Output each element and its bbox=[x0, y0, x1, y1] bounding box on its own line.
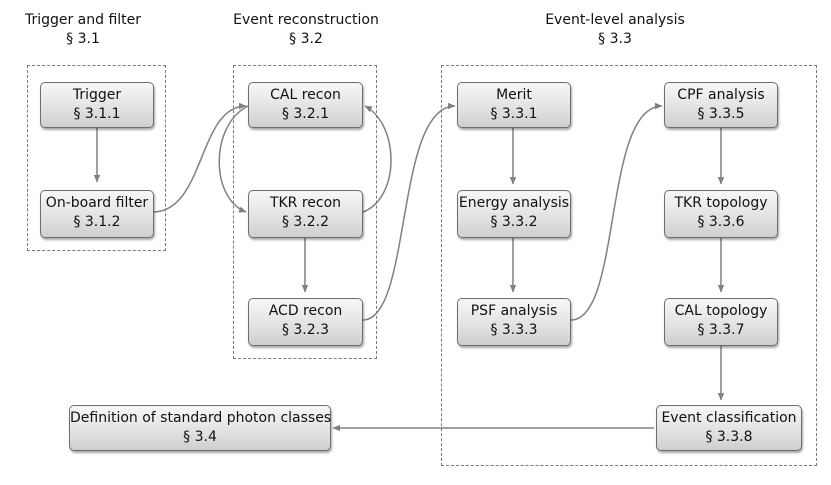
node-section: § 3.2.2 bbox=[281, 214, 330, 230]
group-section: § 3.2 bbox=[289, 31, 323, 47]
node-section: § 3.3.3 bbox=[490, 322, 538, 338]
node-tkr-topology: TKR topology § 3.3.6 bbox=[664, 190, 778, 238]
node-section: § 3.3.7 bbox=[697, 322, 745, 338]
node-onboard-filter: On-board filter § 3.1.2 bbox=[40, 190, 154, 238]
node-trigger: Trigger § 3.1.1 bbox=[40, 82, 154, 128]
edge-onboard-filter-to-cal-recon bbox=[152, 102, 247, 213]
node-acd-recon: ACD recon § 3.2.3 bbox=[248, 298, 363, 346]
node-cal-topology: CAL topology § 3.3.7 bbox=[664, 298, 778, 346]
node-section: § 3.1.1 bbox=[73, 106, 121, 122]
group-title-trigger-filter: Trigger and filter § 3.1 bbox=[18, 11, 148, 49]
node-label: TKR topology bbox=[674, 195, 768, 211]
node-section: § 3.2.3 bbox=[281, 322, 330, 338]
edge-cal-recon-to-tkr-recon bbox=[218, 105, 249, 213]
node-energy-analysis: Energy analysis § 3.3.2 bbox=[457, 190, 571, 238]
edge-acd-recon-to-merit bbox=[362, 102, 456, 321]
group-title-event-reconstruction: Event reconstruction § 3.2 bbox=[228, 11, 384, 49]
node-cpf-analysis: CPF analysis § 3.3.5 bbox=[664, 82, 778, 128]
node-section: § 3.3.5 bbox=[697, 106, 745, 122]
node-section: § 3.3.6 bbox=[697, 214, 745, 230]
group-title-event-level-analysis: Event-level analysis § 3.3 bbox=[540, 11, 690, 49]
node-label: PSF analysis bbox=[470, 303, 558, 319]
node-label: CAL recon bbox=[270, 87, 341, 103]
node-label: CAL topology bbox=[674, 303, 768, 319]
node-section: § 3.3.2 bbox=[490, 214, 538, 230]
group-title-text: Trigger and filter bbox=[24, 12, 142, 28]
node-tkr-recon: TKR recon § 3.2.2 bbox=[248, 190, 363, 238]
node-label: Definition of standard photon classes bbox=[70, 410, 332, 426]
node-section: § 3.3.8 bbox=[705, 429, 753, 445]
group-title-text: Event-level analysis bbox=[545, 12, 685, 28]
node-label: On-board filter bbox=[45, 195, 149, 211]
node-label: Merit bbox=[496, 87, 532, 103]
node-standard-photon-classes: Definition of standard photon classes § … bbox=[69, 405, 331, 451]
edge-psf-analysis-to-cpf-analysis bbox=[570, 102, 663, 321]
edge-tkr-recon-to-cal-recon bbox=[362, 105, 392, 213]
node-section: § 3.1.2 bbox=[73, 214, 121, 230]
group-box-event-level-analysis bbox=[441, 65, 817, 466]
group-section: § 3.3 bbox=[598, 31, 632, 47]
node-psf-analysis: PSF analysis § 3.3.3 bbox=[457, 298, 571, 346]
node-label: CPF analysis bbox=[677, 87, 765, 103]
node-label: ACD recon bbox=[268, 303, 343, 319]
node-label: Event classification bbox=[661, 410, 797, 426]
node-section: § 3.3.1 bbox=[490, 106, 538, 122]
group-title-text: Event reconstruction bbox=[233, 12, 379, 28]
node-event-classification: Event classification § 3.3.8 bbox=[656, 405, 802, 451]
node-label: Energy analysis bbox=[458, 195, 570, 211]
node-label: TKR recon bbox=[269, 195, 342, 211]
group-box-event-reconstruction bbox=[233, 65, 377, 359]
group-box-trigger-filter bbox=[27, 65, 166, 251]
group-section: § 3.1 bbox=[66, 31, 100, 47]
node-cal-recon: CAL recon § 3.2.1 bbox=[248, 82, 363, 128]
node-label: Trigger bbox=[72, 87, 122, 103]
node-merit: Merit § 3.3.1 bbox=[457, 82, 571, 128]
node-section: § 3.2.1 bbox=[281, 106, 330, 122]
node-section: § 3.4 bbox=[183, 429, 217, 445]
